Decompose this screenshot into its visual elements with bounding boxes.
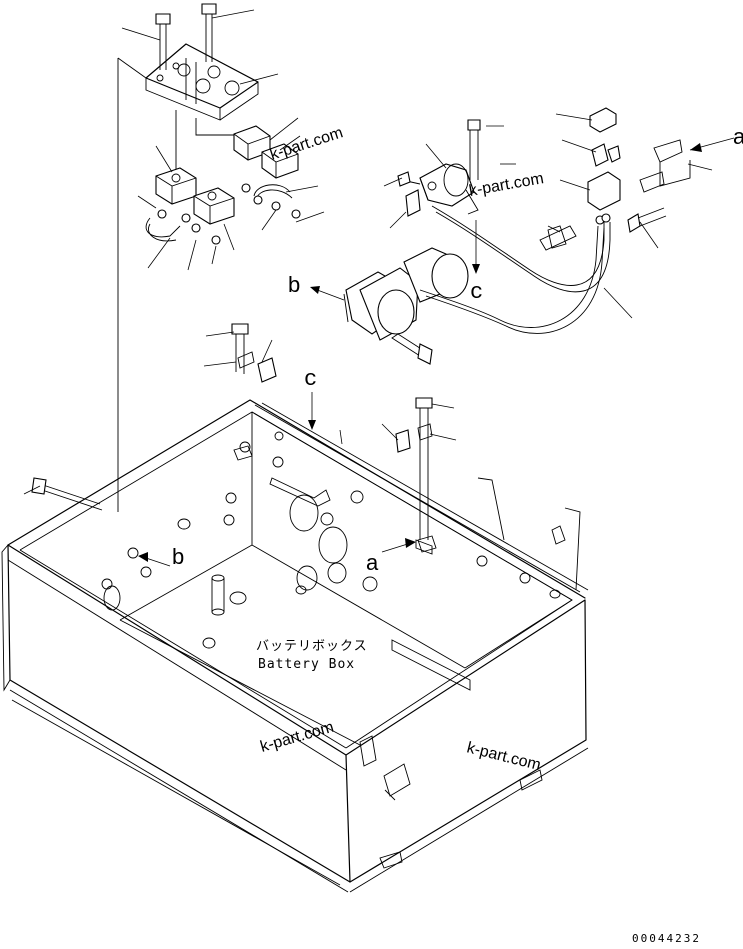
cover-plate-assembly <box>117 3 259 512</box>
watermark-1: k-part.com <box>268 124 345 164</box>
reference-arrows <box>138 137 735 567</box>
ref-letter-a-top: a <box>733 124 743 149</box>
ref-letter-a-mid: a <box>366 550 379 575</box>
ref-letter-c-top: c <box>470 280 483 305</box>
watermark-2: k-part.com <box>468 170 545 200</box>
ref-letter-b-top: b <box>288 272 300 297</box>
terminal-blocks <box>145 125 301 245</box>
battery-box <box>1 399 589 893</box>
battery-box-label-jp: バッテリボックス <box>256 639 368 654</box>
relay-assembly <box>343 163 479 365</box>
cables <box>419 205 611 334</box>
ref-letter-b-mid: b <box>172 544 184 569</box>
small-parts <box>31 107 691 555</box>
leader-lines <box>23 9 713 495</box>
watermark-4: k-part.com <box>465 739 542 774</box>
ref-letter-c-mid: c <box>304 367 317 392</box>
battery-box-label-en: Battery Box <box>258 657 355 672</box>
drawing-number: 00044232 <box>632 932 701 945</box>
